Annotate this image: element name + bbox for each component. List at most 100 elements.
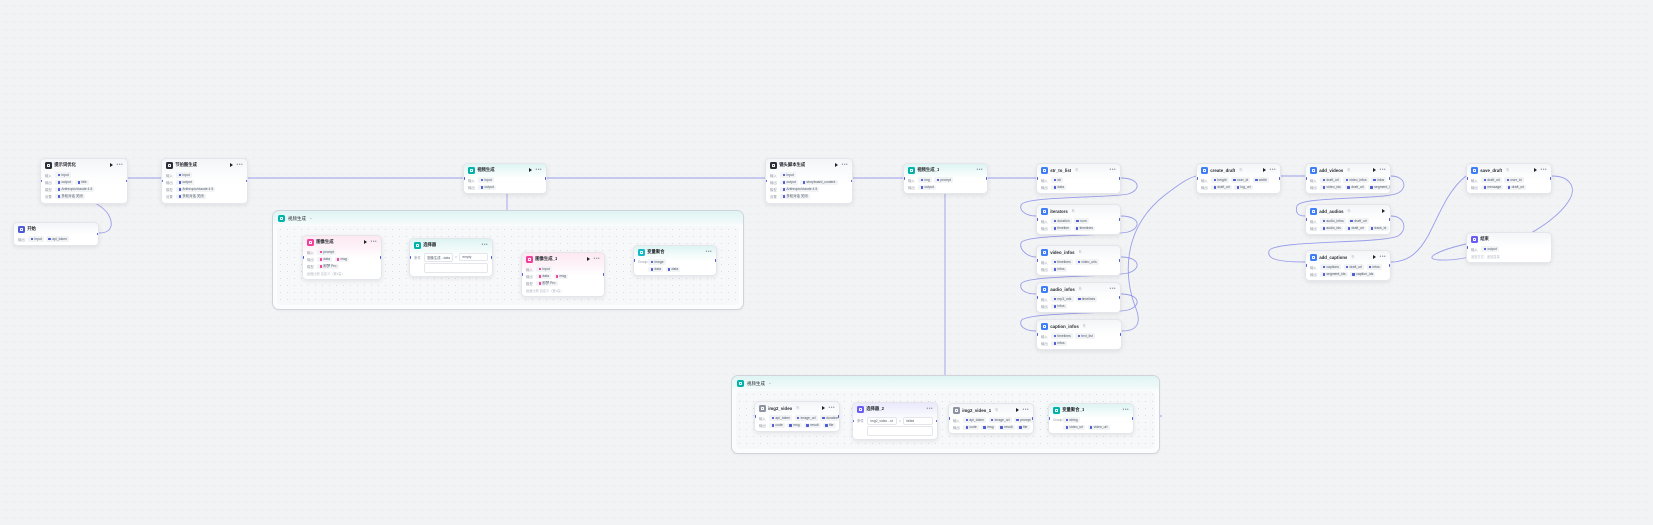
- chevron-collapse-icon[interactable]: ⌄: [767, 380, 772, 386]
- condition-left-field[interactable]: img2_video - st: [867, 416, 898, 425]
- input-port[interactable]: [1049, 417, 1051, 420]
- output-port[interactable]: [1388, 218, 1390, 221]
- condition-empty-field[interactable]: [867, 426, 933, 436]
- run-node-icon[interactable]: [528, 168, 532, 173]
- more-options-icon[interactable]: •••: [1109, 166, 1116, 173]
- input-port[interactable]: [162, 179, 164, 183]
- run-node-icon[interactable]: [229, 163, 233, 168]
- output-port[interactable]: [1118, 296, 1120, 299]
- more-options-icon[interactable]: •••: [1122, 406, 1129, 413]
- node-header[interactable]: video_infos⎘: [1037, 246, 1120, 258]
- node-header[interactable]: 图像生成•••: [303, 236, 381, 248]
- more-options-icon[interactable]: •••: [236, 161, 243, 168]
- node-header[interactable]: 选择器_2•••: [853, 403, 937, 415]
- node-header[interactable]: 开始: [14, 223, 98, 235]
- node-header[interactable]: add_videos⎘•••: [1306, 164, 1390, 176]
- node-header[interactable]: audio_infos⎘•••: [1037, 283, 1120, 295]
- input-port[interactable]: [755, 415, 757, 418]
- condition-row[interactable]: [857, 426, 933, 436]
- input-port[interactable]: [904, 177, 906, 180]
- node-header[interactable]: add_audios⎘: [1306, 205, 1390, 217]
- node-header[interactable]: 结束: [1467, 233, 1551, 245]
- condition-empty-field[interactable]: [424, 263, 488, 273]
- input-port[interactable]: [1037, 296, 1039, 299]
- node-header[interactable]: 节拍图生成•••: [162, 159, 247, 171]
- node-header[interactable]: 变量聚合_1•••: [1049, 404, 1133, 416]
- more-options-icon[interactable]: •••: [1269, 166, 1276, 173]
- output-port[interactable]: [850, 179, 852, 183]
- output-port[interactable]: [1118, 218, 1120, 221]
- output-port[interactable]: [96, 232, 98, 236]
- output-port[interactable]: [602, 273, 604, 276]
- node-header[interactable]: 视频生成•••: [464, 164, 546, 176]
- input-port[interactable]: [1037, 259, 1039, 262]
- run-node-icon[interactable]: [1262, 168, 1266, 173]
- input-port[interactable]: [1467, 177, 1469, 180]
- run-node-icon[interactable]: [1382, 209, 1385, 214]
- node-header[interactable]: caption_infos⎘: [1037, 320, 1121, 332]
- node-header[interactable]: img2_video_1⎘•••: [949, 404, 1033, 416]
- more-options-icon[interactable]: •••: [1022, 406, 1029, 413]
- input-port[interactable]: [41, 179, 43, 183]
- group-header[interactable]: 视频生成⌄: [273, 211, 743, 226]
- input-port[interactable]: [1306, 218, 1308, 221]
- more-options-icon[interactable]: •••: [481, 241, 488, 248]
- more-options-icon[interactable]: •••: [926, 405, 933, 412]
- output-port[interactable]: [1119, 333, 1121, 336]
- run-node-icon[interactable]: [1372, 255, 1376, 260]
- node-header[interactable]: save_draft⎘•••: [1467, 164, 1551, 176]
- output-port[interactable]: [125, 179, 127, 183]
- more-options-icon[interactable]: •••: [593, 255, 600, 262]
- run-node-icon[interactable]: [834, 163, 838, 168]
- node-header[interactable]: 选择器•••: [410, 239, 492, 251]
- run-node-icon[interactable]: [586, 257, 590, 262]
- output-port[interactable]: [1278, 177, 1280, 180]
- output-port[interactable]: [985, 177, 987, 180]
- input-port[interactable]: [410, 256, 412, 259]
- more-options-icon[interactable]: •••: [370, 238, 377, 245]
- condition-right-field[interactable]: failed: [902, 416, 933, 425]
- node-header[interactable]: create_draft⎘•••: [1197, 164, 1280, 176]
- node-selector[interactable]: 选择器•••条件图像生成 - data=empty: [409, 238, 493, 278]
- input-port[interactable]: [1037, 177, 1039, 180]
- output-port[interactable]: [1388, 177, 1390, 180]
- node-header[interactable]: str_to_list⎘•••: [1037, 164, 1120, 176]
- input-port[interactable]: [766, 179, 768, 183]
- condition-right-field[interactable]: empty: [458, 253, 488, 262]
- output-port[interactable]: [490, 256, 492, 259]
- output-port[interactable]: [714, 259, 716, 262]
- run-node-icon[interactable]: [1015, 408, 1019, 413]
- input-port[interactable]: [522, 273, 524, 276]
- output-port[interactable]: [935, 419, 937, 423]
- condition-operator[interactable]: =: [455, 255, 457, 260]
- more-options-icon[interactable]: •••: [1540, 166, 1547, 173]
- input-port[interactable]: [1037, 333, 1039, 336]
- run-node-icon[interactable]: [363, 240, 367, 245]
- condition-left-field[interactable]: 图像生成 - data: [424, 252, 454, 262]
- output-port[interactable]: [1549, 177, 1551, 180]
- output-port[interactable]: [837, 415, 839, 418]
- input-port[interactable]: [1306, 264, 1308, 267]
- output-port[interactable]: [1031, 417, 1033, 420]
- more-options-icon[interactable]: •••: [705, 248, 712, 255]
- more-options-icon[interactable]: •••: [535, 166, 542, 173]
- node-header[interactable]: img2_video⎘•••: [755, 402, 839, 414]
- node-header[interactable]: 变量聚合•••: [634, 246, 716, 258]
- run-node-icon[interactable]: [821, 406, 825, 411]
